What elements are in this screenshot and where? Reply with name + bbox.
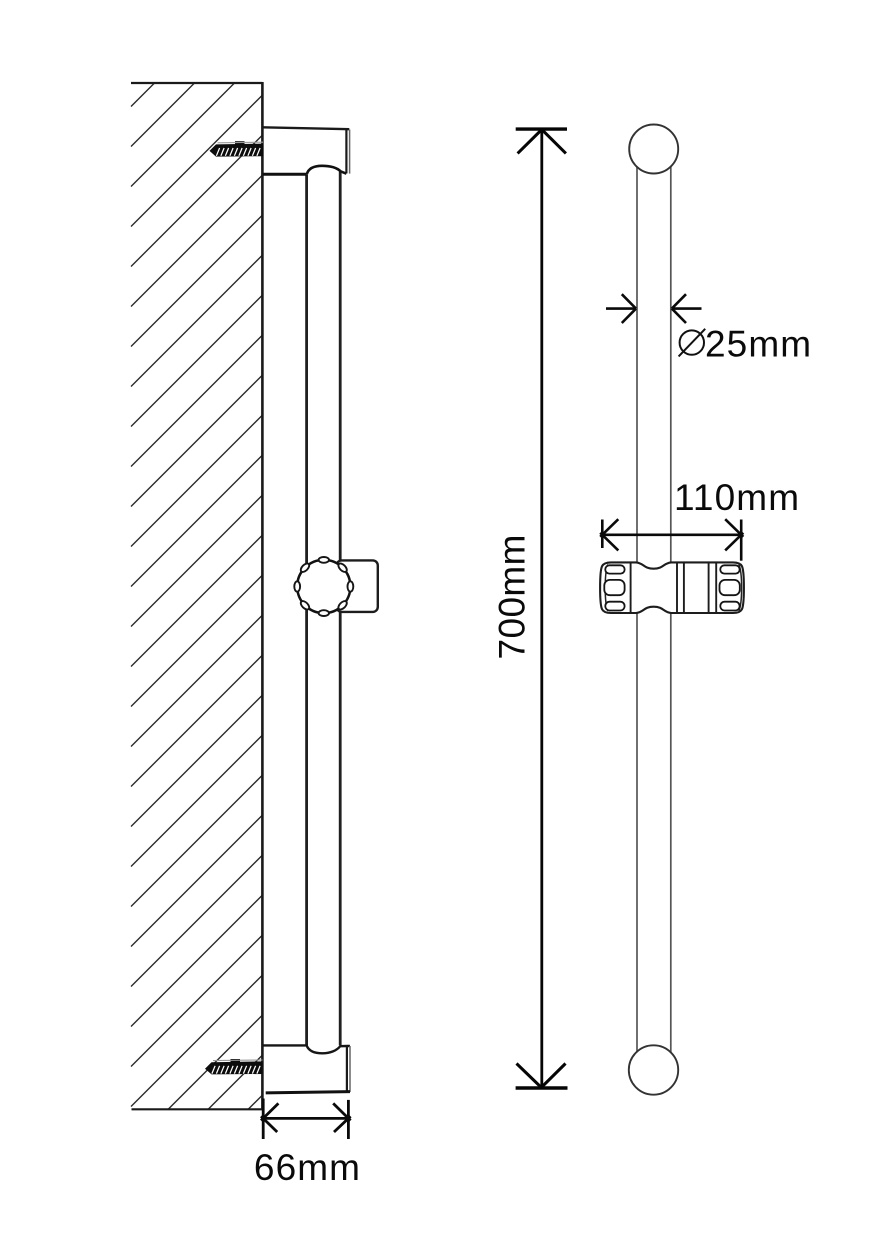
svg-text:110mm: 110mm [674, 477, 800, 518]
svg-text:25mm: 25mm [705, 324, 812, 365]
svg-text:700mm: 700mm [492, 534, 533, 659]
svg-text:66mm: 66mm [254, 1147, 361, 1188]
